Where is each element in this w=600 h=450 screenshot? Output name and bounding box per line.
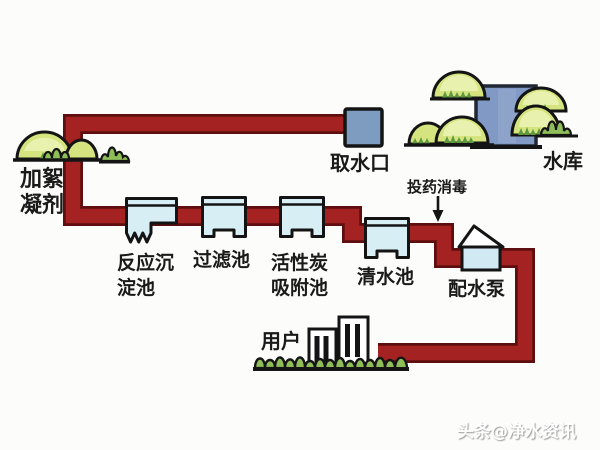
- filter-label: 过滤池: [193, 248, 250, 271]
- arrow-head: [432, 210, 444, 222]
- filter-tank-icon: [201, 196, 247, 238]
- tank-body: [201, 196, 247, 238]
- users-label: 用户: [261, 329, 301, 353]
- grass-icon: [99, 146, 131, 163]
- flocculant-label: 凝剂: [20, 192, 64, 218]
- reservoir-icon: [404, 70, 578, 149]
- building-window: [355, 324, 360, 357]
- hill-highlight: [519, 110, 553, 127]
- building-icon: [337, 315, 370, 366]
- building-window: [323, 336, 329, 362]
- dosing-label: 投药消毒: [407, 178, 467, 196]
- intake-label: 取水口: [330, 151, 390, 175]
- grass-fringe: [412, 137, 430, 144]
- carbon-label: 活性炭: [271, 251, 328, 274]
- sedimentation-label: 反应沉: [117, 251, 174, 274]
- down-arrow-icon: [432, 196, 444, 222]
- pump-body: [460, 245, 502, 272]
- tank-body: [125, 197, 178, 244]
- reservoir-label: 水库: [543, 149, 583, 173]
- hill-highlight: [24, 137, 65, 151]
- pump-label: 配水泵: [448, 278, 505, 300]
- grass-strip-icon: [253, 356, 409, 371]
- pump-roof: [457, 224, 505, 249]
- grass-fringe: [442, 90, 472, 98]
- flocculant-hills-icon: [13, 130, 131, 164]
- tank-body: [364, 217, 410, 259]
- carbon-tank-icon: [279, 196, 325, 238]
- pump-house-icon: [457, 224, 505, 272]
- clear-water-label: 清水池: [357, 265, 414, 288]
- flocculant-label: 加絮: [19, 166, 64, 192]
- sedimentation-label: 淀池: [117, 276, 155, 299]
- watermark-text: 头条@净水资讯: [457, 421, 576, 442]
- building-window: [314, 336, 320, 362]
- clear-water-tank-icon: [364, 217, 410, 259]
- hill-highlight: [440, 75, 478, 91]
- carbon-label: 吸附池: [271, 276, 328, 299]
- grass-icon: [539, 120, 573, 137]
- user-buildings-icon: [253, 315, 409, 371]
- hill-icon: [64, 138, 99, 161]
- hill-highlight: [443, 120, 481, 136]
- hill-highlight: [523, 91, 559, 105]
- sedimentation-tank-icon: [125, 197, 178, 244]
- grass-icon: [42, 147, 71, 162]
- grass-fringe: [518, 127, 542, 135]
- intake-box-icon: [343, 107, 384, 148]
- building-window: [345, 324, 350, 357]
- tank-body: [279, 196, 325, 238]
- grass-fringe: [444, 135, 474, 143]
